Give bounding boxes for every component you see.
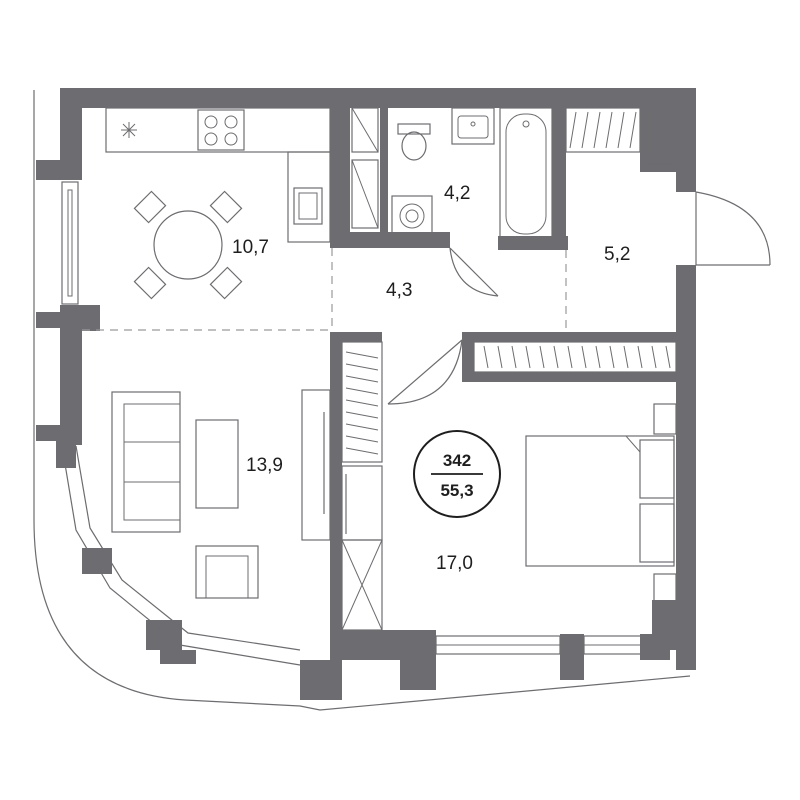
walls bbox=[36, 88, 696, 700]
coat-rack bbox=[647, 108, 672, 165]
tv-unit-icon bbox=[301, 389, 383, 541]
zone-dividers bbox=[82, 248, 567, 332]
dining-table-icon bbox=[133, 190, 243, 300]
storage-unit bbox=[341, 539, 383, 631]
wardrobe-icon bbox=[473, 341, 677, 373]
room-area-hallway: 4,3 bbox=[386, 280, 412, 301]
room-area-entrance: 5,2 bbox=[604, 244, 630, 265]
room-area-bedroom: 17,0 bbox=[436, 553, 473, 574]
bed-icon bbox=[525, 403, 677, 605]
kitchen-counter bbox=[105, 107, 331, 153]
sofa-icon bbox=[111, 391, 181, 533]
apartment-total-area: 55,3 bbox=[440, 481, 473, 500]
kitchen-sink-icon bbox=[293, 187, 323, 225]
wardrobe-icon bbox=[565, 107, 641, 153]
shaft-icon bbox=[351, 107, 379, 229]
coffee-table bbox=[195, 419, 239, 509]
washing-machine-icon bbox=[391, 195, 433, 237]
room-area-living: 13,9 bbox=[246, 455, 283, 476]
wardrobe-icon bbox=[341, 341, 383, 463]
stove-icon bbox=[121, 122, 137, 138]
kitchen-counter-side bbox=[287, 151, 331, 243]
room-area-kitchen: 10,7 bbox=[232, 237, 269, 258]
window-icon bbox=[61, 181, 643, 666]
cooktop-icon bbox=[197, 109, 245, 151]
toilet-icon bbox=[397, 123, 431, 161]
apartment-number: 342 bbox=[443, 451, 471, 470]
bathtub-icon bbox=[499, 107, 553, 241]
apartment-badge: 342 55,3 bbox=[413, 430, 501, 518]
room-area-bathroom: 4,2 bbox=[444, 183, 470, 204]
armchair-icon bbox=[195, 545, 259, 599]
balcony-outline bbox=[33, 90, 691, 711]
door-swing-icon bbox=[387, 191, 771, 405]
sink-icon bbox=[451, 107, 495, 145]
